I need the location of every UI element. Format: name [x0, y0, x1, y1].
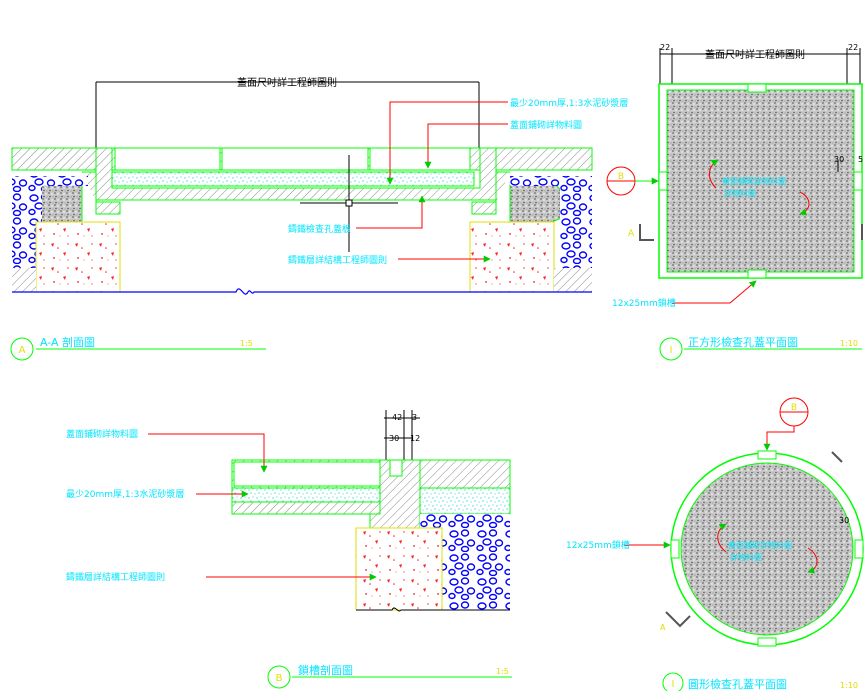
aa-cover-tile-3	[369, 147, 471, 171]
round-plan-drawing: 30 蓋面鋪砌詳物料圖 詳物料圖 B A 12x25mm鎖槽 I 圓形檢查孔蓋平…	[566, 397, 864, 691]
rd-center-note-1: 蓋面鋪砌詳物料圖	[728, 540, 792, 550]
lock-concrete	[355, 527, 443, 611]
square-plan-drawing: 22 22 蓋面尺吋詳工程師圖則 30 5 蓋面鋪砌詳物料圖 詳物料圖 B A …	[606, 43, 863, 361]
sq-marker-circle	[659, 337, 683, 361]
lock-title: 鎖槽剖面圖	[298, 663, 353, 677]
aa-stones-right	[560, 176, 592, 268]
lock-dim-3: 3	[412, 413, 417, 422]
lock-marker-circle	[267, 665, 291, 689]
aa-mortar-bed	[111, 171, 475, 187]
section-aa-drawing: 蓋面尺吋詳工程師圖則	[10, 76, 628, 361]
aa-note-iron: 鑄鐵層詳結構工程師圖則	[288, 254, 387, 266]
aa-concrete-right	[469, 221, 555, 293]
rd-cover-infill	[680, 462, 854, 636]
aa-marker: A	[19, 345, 26, 356]
rd-center-note-2: 詳物料圖	[730, 552, 762, 562]
lock-scale: 1:5	[496, 667, 509, 676]
lock-marker: B	[276, 673, 283, 684]
aa-dim-label: 蓋面尺吋詳工程師圖則	[237, 76, 337, 89]
aa-cast-iron-frame	[95, 147, 497, 201]
sq-a-marker: A	[628, 229, 635, 239]
rd-slot-note: 12x25mm鎖槽	[566, 539, 630, 551]
aa-cover-tile-1	[114, 147, 221, 171]
rd-a-marker: A	[660, 623, 666, 632]
sq-center-note-2: 詳物料圖	[724, 188, 756, 198]
lock-leader-1	[148, 433, 268, 473]
lock-slot	[389, 459, 403, 477]
rd-scale: 1:10	[840, 681, 858, 690]
rd-title: 圓形檢查孔蓋平面圖	[688, 677, 787, 691]
aa-cover-tile-2	[221, 147, 369, 171]
rd-marker: I	[672, 679, 675, 690]
sq-scale: 1:10	[840, 339, 858, 348]
aa-ground-line	[12, 288, 592, 295]
lock-dim-42: 42	[392, 413, 402, 422]
aa-concrete-left	[35, 221, 121, 293]
lock-dim-30: 30	[389, 434, 399, 443]
rd-marker-circle	[662, 672, 684, 691]
aa-leader-2	[424, 123, 508, 169]
aa-scale: 1:5	[240, 339, 253, 348]
lock-note-mortar: 最少20mm厚,1:3水泥砂漿層	[66, 488, 184, 500]
aa-note-paving: 蓋面鋪砌詳物料圖	[510, 119, 582, 131]
lock-mortar-bed	[231, 487, 403, 503]
lock-section-drawing: 42 3 30 12 蓋面鋪砌詳物料圖 最少20mm厚,1:3水泥砂漿層 鑄鐵層…	[66, 410, 512, 689]
aa-leader-3	[356, 195, 426, 229]
sq-dim-5: 5	[858, 155, 863, 164]
rd-dim-30: 30	[839, 516, 849, 525]
lock-note-paving: 蓋面鋪砌詳物料圖	[66, 428, 138, 440]
sq-center-note-1: 蓋面鋪砌詳物料圖	[722, 176, 786, 186]
sq-dim-30: 30	[834, 155, 844, 164]
sq-dim-label: 蓋面尺吋詳工程師圖則	[705, 48, 805, 61]
aa-note-cover: 鑄鐵檢查孔蓋板	[288, 223, 351, 235]
sq-title: 正方形檢查孔蓋平面圖	[688, 335, 798, 349]
sq-marker: I	[670, 345, 673, 356]
rd-b-marker: B	[791, 403, 797, 413]
sq-dim-22-left: 22	[660, 43, 670, 52]
aa-title: A-A 剖面圖	[40, 335, 95, 349]
sq-b-marker: B	[618, 172, 624, 182]
aa-marker-circle	[10, 337, 34, 361]
lock-note-iron: 鑄鐵層詳結構工程師圖則	[66, 571, 165, 583]
sq-slot-leader	[672, 280, 757, 304]
aa-note-mortar: 最少20mm厚,1:3水泥砂漿層	[510, 97, 628, 109]
sq-dim-22-right: 22	[848, 43, 858, 52]
aa-leader-1	[386, 101, 508, 185]
lock-dim-12: 12	[410, 434, 420, 443]
sq-slot-note: 12x25mm鎖槽	[612, 297, 676, 309]
